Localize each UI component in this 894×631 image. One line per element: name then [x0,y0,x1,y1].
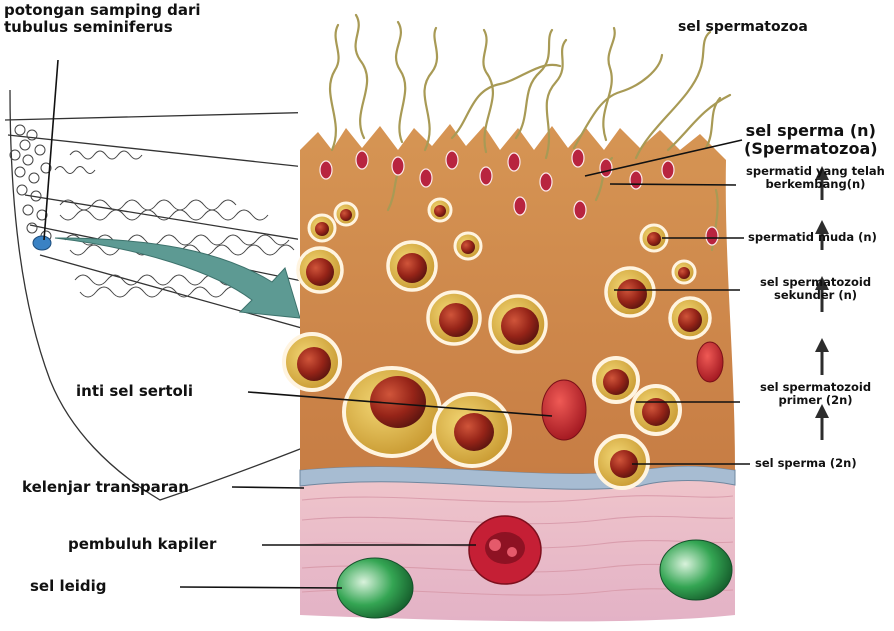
sertoli-nucleus-label: inti sel sertoli [76,383,193,400]
primary-line1: sel spermatozoid [760,381,871,394]
capillary-label: pembuluh kapiler [68,536,216,553]
developed-spermatid-line1: spermatid yang telah [746,165,885,178]
cross-section-label: potongan samping dari tubulus seminiferu… [4,2,201,36]
developed-spermatid-line2: berkembang(n) [746,178,885,191]
transparent-gland-label: kelenjar transparan [22,479,189,496]
sperm-cell-label-line2: (Spermatozoa) [744,140,878,158]
primary-spermatocyte-label: sel spermatozoid primer (2n) [760,381,871,407]
sperm-cell-label: sel sperma (n) (Spermatozoa) [744,122,878,158]
primary-line2: primer (2n) [760,394,871,407]
secondary-line2: sekunder (n) [760,289,871,302]
secondary-line1: sel spermatozoid [760,276,871,289]
pointer-arrow [55,238,300,318]
leydig-cell-label: sel leidig [30,578,107,595]
sample-location-marker [33,236,51,250]
sertoli-nucleus [542,380,586,440]
developed-spermatid-label: spermatid yang telah berkembang(n) [746,165,885,191]
cross-section-label-line1: potongan samping dari [4,2,201,19]
leydig-cell [337,558,413,618]
leydig-cell-2 [660,540,732,600]
young-spermatid-label: spermatid muda (n) [748,231,877,244]
cross-section-label-line2: tubulus seminiferus [4,19,201,36]
sperm-2n-label: sel sperma (2n) [755,457,857,470]
secondary-spermatocyte-label: sel spermatozoid sekunder (n) [760,276,871,302]
sperm-cell-label-line1: sel sperma (n) [744,122,878,140]
spermatozoa-title: sel spermatozoa [678,20,808,36]
